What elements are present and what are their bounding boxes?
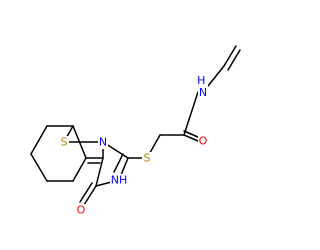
atom-label-s-thioether: S: [144, 152, 151, 165]
atom-label-nh-amide: H N: [197, 74, 209, 99]
bond-allyl-2b: [227, 49, 241, 71]
atom-nh-pyrimidine: NH: [110, 174, 128, 187]
atom-label-s-thiophene: S: [61, 136, 68, 149]
atom-label-o-carbonyl-ring: O: [77, 204, 86, 217]
bond-amide-co-1: [183, 134, 199, 142]
bond-amide-co-2: [183, 130, 199, 138]
bond-ring6-1: [30, 125, 48, 155]
bond-ring6-2: [30, 153, 48, 182]
atom-o-amide: O: [198, 135, 208, 148]
bond-pyr-5: [95, 157, 104, 187]
bond-allyl-2: [223, 45, 237, 67]
atom-label-o-amide: O: [199, 135, 208, 148]
atom-label-nh-pyrimidine: NH: [111, 174, 128, 187]
bond-amide-cn: [183, 91, 199, 136]
atom-label-nh-amide-n: N: [199, 86, 207, 99]
atom-label-nh-amide-h: H: [197, 74, 205, 87]
bond-allyl-1: [207, 65, 225, 87]
bond-pyr-3b: [113, 153, 124, 173]
atom-s-thioether: S: [142, 152, 152, 165]
molecule-structure-diagram: S N S NH O O H N: [30, 45, 241, 217]
atom-o-carbonyl-ring: O: [76, 204, 86, 217]
atom-s-thiophene: S: [59, 136, 69, 149]
bond-ring6-4: [72, 157, 87, 182]
bond-co-ring-1: [83, 185, 97, 206]
atom-n1-pyrimidine: N: [98, 136, 108, 149]
bond-co-ring-2: [79, 182, 93, 203]
atom-nh-amide: H N: [197, 74, 209, 99]
bond-lines: [30, 45, 241, 206]
atom-label-n1-pyrimidine: N: [99, 136, 107, 149]
